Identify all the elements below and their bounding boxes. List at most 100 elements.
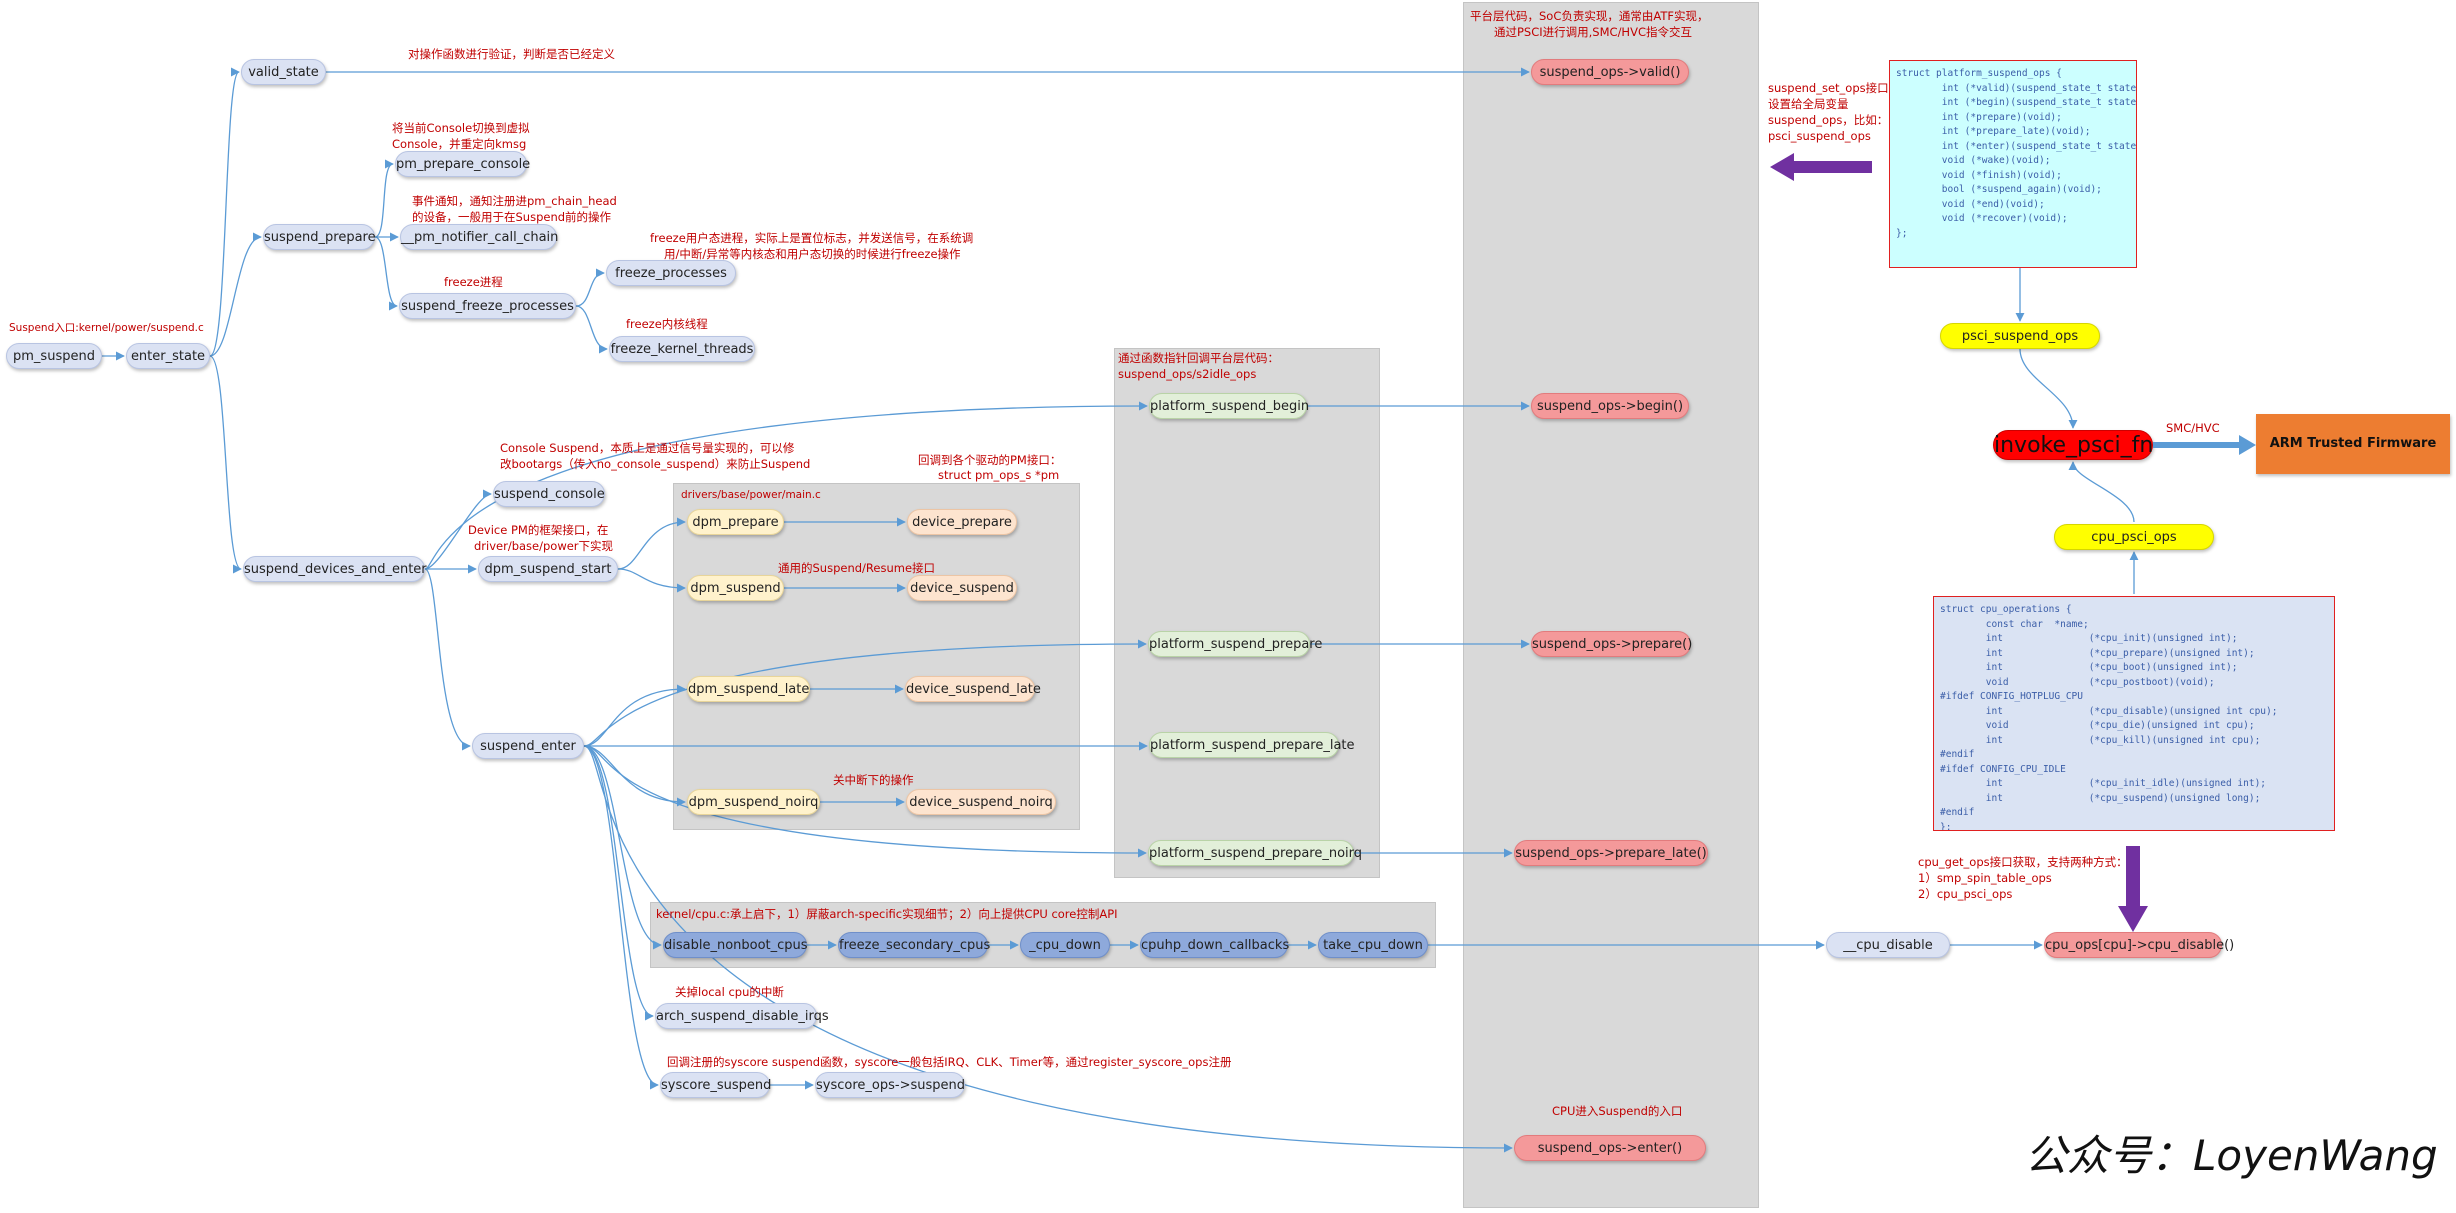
code-line: void (*end)(void); [1896,198,2045,210]
syscore-ops-suspend-node[interactable]: syscore_ops->suspend [815,1072,965,1098]
note-susp-console-2: 改bootargs（传入no_console_suspend）来防止Suspen… [500,457,811,471]
note-console-2: Console，并重定向kmsg [392,137,527,151]
platform-suspend-ops-struct: struct platform_suspend_ops { int (*vali… [1889,60,2137,268]
cpu-disable-inner-node[interactable]: __cpu_disable [1826,932,1950,958]
flow-edge [2019,348,2078,429]
device-prepare-node[interactable]: device_prepare [907,509,1017,535]
code-line: int (*cpu_init_idle)(unsigned int); [1940,778,2267,789]
freeze-secondary-cpus-node[interactable]: freeze_secondary_cpus [838,932,990,958]
code-line: int (*prepare)(void); [1896,111,2062,123]
cpuhp-down-callbacks-node[interactable]: cpuhp_down_callbacks [1140,932,1289,958]
note-generic-iface: 通用的Suspend/Resume接口 [778,561,936,575]
suspend-enter-node[interactable]: suspend_enter [472,733,584,759]
set-ops-arrow [1770,153,1872,181]
dpm-prepare-node[interactable]: dpm_prepare [687,509,784,535]
flow-edge [583,745,654,1021]
note-smc: SMC/HVC [2166,421,2220,435]
code-line: int (*cpu_boot)(unsigned int); [1940,662,2238,673]
code-line: int (*begin)(suspend_state_t state); [1896,97,2137,108]
ops-valid-node[interactable]: suspend_ops->valid() [1531,59,1689,85]
flow-edge [209,355,242,574]
flow-edge [424,568,471,751]
flow-edge [575,268,605,307]
flow-edge [209,67,240,357]
enter-state-node[interactable]: enter_state [126,343,210,369]
valid-state-node[interactable]: valid_state [241,59,326,85]
dpm-suspend-start-node[interactable]: dpm_suspend_start [478,556,618,582]
code-line: int (*cpu_suspend)(unsigned long); [1940,792,2261,804]
note-notifier-1: 事件通知，通知注册进pm_chain_head [412,194,617,208]
note-getops-3: 2）cpu_psci_ops [1918,887,2013,901]
pm-notifier-call-chain-node[interactable]: __pm_notifier_call_chain [400,224,558,250]
device-suspend-node[interactable]: device_suspend [907,575,1017,601]
note-setops-4: psci_suspend_ops [1768,129,1871,143]
platform-suspend-prepare-node[interactable]: platform_suspend_prepare [1148,631,1322,657]
suspend-prepare-node[interactable]: suspend_prepare [263,224,376,250]
code-line: #endif [1940,749,1975,760]
pm-suspend-node[interactable]: pm_suspend [6,343,102,369]
suspend-freeze-processes-node[interactable]: suspend_freeze_processes [399,293,576,319]
invoke-psci-fn-node[interactable]: invoke_psci_fn [1993,430,2153,460]
cpu-down-inner-node[interactable]: _cpu_down [1020,932,1110,958]
dpm-suspend-noirq-node[interactable]: dpm_suspend_noirq [687,789,820,815]
platform-suspend-prepare-late-node[interactable]: platform_suspend_prepare_late [1149,732,1355,758]
code-line: #ifdef CONFIG_HOTPLUG_CPU [1940,691,2083,702]
note-susp-console-1: Console Suspend，本质上是通过信号量实现的，可以修 [500,441,795,455]
note-local-irq: 关掉local cpu的中断 [675,985,784,999]
flow-edge [617,568,686,593]
flow-edge [2068,461,2135,523]
note-callback-1: 回调到各个驱动的PM接口： [918,453,1062,467]
note-irq-off: 关中断下的操作 [833,773,914,787]
note-freeze-kernel: freeze内核线程 [626,317,708,331]
suspend-devices-and-enter-node[interactable]: suspend_devices_and_enter [243,556,427,582]
note-notifier-2: 的设备，一般用于在Suspend前的操作 [412,210,612,224]
atf-box[interactable]: ARM Trusted Firmware [2256,414,2450,474]
ops-begin-node[interactable]: suspend_ops->begin() [1531,393,1689,419]
code-line: const char *name; [1940,618,2089,630]
dpm-suspend-node[interactable]: dpm_suspend [687,575,784,601]
flow-edge [583,745,659,1090]
take-cpu-down-node[interactable]: take_cpu_down [1318,932,1428,958]
freeze-processes-node[interactable]: freeze_processes [606,260,736,286]
device-suspend-late-node[interactable]: device_suspend_late [905,676,1041,702]
arch-suspend-disable-irqs-node[interactable]: arch_suspend_disable_irqs [655,1003,829,1029]
syscore-suspend-node[interactable]: syscore_suspend [660,1072,771,1098]
code-line: int (*cpu_init)(unsigned int); [1940,633,2238,644]
code-line: bool (*suspend_again)(void); [1896,184,2102,195]
cpu-operations-struct: struct cpu_operations { const char *name… [1933,596,2335,831]
freeze-kernel-threads-node[interactable]: freeze_kernel_threads [609,336,755,362]
note-platform-2: suspend_ops/s2idle_ops [1118,367,1257,381]
note-cpu-enter: CPU进入Suspend的入口 [1552,1104,1683,1118]
flow-edge [374,159,394,238]
platform-suspend-begin-node[interactable]: platform_suspend_begin [1149,393,1309,419]
psci-suspend-ops-node[interactable]: psci_suspend_ops [1940,323,2100,349]
ops-prepare-late-node[interactable]: suspend_ops->prepare_late() [1514,840,1708,866]
flow-edge [617,517,686,570]
cpu-psci-ops-node[interactable]: cpu_psci_ops [2054,524,2214,550]
platform-suspend-prepare-noirq-node[interactable]: platform_suspend_prepare_noirq [1148,840,1362,866]
suspend-console-node[interactable]: suspend_console [493,481,605,507]
note-syscore: 回调注册的syscore suspend函数，syscore一般包括IRQ、CL… [667,1055,1232,1069]
note-freeze-user-1: freeze用户态进程，实际上是置位标志，并发送信号，在系统调 [650,231,974,245]
ops-enter-node[interactable]: suspend_ops->enter() [1514,1135,1706,1161]
code-line: #ifdef CONFIG_CPU_IDLE [1940,763,2066,775]
code-line: void (*recover)(void); [1896,213,2068,224]
code-line: void (*cpu_postboot)(void); [1940,676,2215,688]
smc-arrow [2153,435,2256,455]
note-soc-2: 通过PSCI进行调用,SMC/HVC指令交互 [1494,25,1692,39]
device-suspend-noirq-node[interactable]: device_suspend_noirq [906,789,1056,815]
cpu-ops-disable-node[interactable]: cpu_ops[cpu]->cpu_disable() [2044,932,2234,958]
flow-edge [209,232,262,357]
code-line: int (*valid)(suspend_state_t state); [1896,82,2137,94]
code-line: #endif [1940,807,1975,818]
dpm-suspend-late-node[interactable]: dpm_suspend_late [687,676,810,702]
note-console-1: 将当前Console切换到虚拟 [392,121,530,135]
flow-edge [583,684,686,747]
note-drivers-panel: drivers/base/power/main.c [681,489,821,501]
ops-prepare-node[interactable]: suspend_ops->prepare() [1531,631,1692,657]
disable-nonboot-cpus-node[interactable]: disable_nonboot_cpus [663,932,808,958]
note-devpm-1: Device PM的框架接口，在 [468,523,609,537]
code-line: void (*wake)(void); [1896,155,2051,166]
pm-prepare-console-node[interactable]: pm_prepare_console [395,151,530,177]
